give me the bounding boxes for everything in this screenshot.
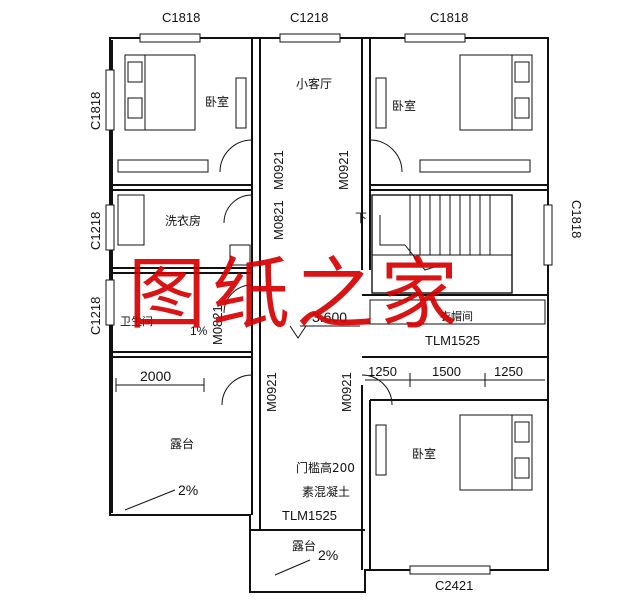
window-marks xyxy=(105,33,553,575)
stair-down-label: 下 xyxy=(355,211,367,225)
dimension-closet-mid: 1500 xyxy=(432,364,461,379)
room-label-balcony-bottom: 露台 xyxy=(292,538,316,553)
room-label-laundry: 洗衣房 xyxy=(165,213,201,228)
window-label-top-left: C1818 xyxy=(162,10,200,25)
bed-ne xyxy=(459,54,533,131)
door-label-d4: M0821 xyxy=(210,305,225,345)
door-swings xyxy=(219,139,403,406)
dimension-closet-left: 1250 xyxy=(368,364,397,379)
room-label-small-living: 小客厅 xyxy=(296,76,332,91)
window-label-left-lower: C1218 xyxy=(88,297,103,335)
elevation-label: 3.600 xyxy=(312,309,347,325)
room-label-bedroom-nw: 卧室 xyxy=(205,94,229,109)
room-label-bedroom-se: 卧室 xyxy=(412,446,436,461)
door-label-d3: M0821 xyxy=(271,200,286,240)
door-label-d7: TLM1525 xyxy=(425,333,480,348)
door-label-d2: M0921 xyxy=(336,150,351,190)
dimension-balcony-width: 2000 xyxy=(140,368,171,384)
concrete-label: 素混凝土 xyxy=(302,484,350,499)
door-label-d1: M0921 xyxy=(271,150,286,190)
room-label-bedroom-ne: 卧室 xyxy=(392,98,416,113)
door-label-d6: M0921 xyxy=(339,372,354,412)
window-label-right-mid: C1818 xyxy=(569,200,584,238)
bed-se xyxy=(459,414,533,491)
window-label-left-upper: C1818 xyxy=(88,92,103,130)
door-label-d5: M0921 xyxy=(264,372,279,412)
wardrobes xyxy=(117,77,546,476)
slope-bottom-label: 2% xyxy=(318,547,338,563)
room-label-closet: 衣帽间 xyxy=(440,309,473,323)
dimension-lines xyxy=(115,373,545,576)
threshold-label: 门槛高200 xyxy=(296,460,355,475)
room-label-balcony-sw: 露台 xyxy=(170,436,194,451)
slope-sw-label: 2% xyxy=(178,482,198,498)
window-label-bottom: C2421 xyxy=(435,578,473,593)
bed-nw xyxy=(124,54,196,131)
window-label-left-mid: C1218 xyxy=(88,212,103,250)
door-label-d8: TLM1525 xyxy=(282,508,337,523)
room-label-bathroom: 卫生间 xyxy=(120,314,153,328)
window-label-top-right: C1818 xyxy=(430,10,468,25)
window-label-top-mid: C1218 xyxy=(290,10,328,25)
walls xyxy=(109,37,549,593)
dimension-closet-right: 1250 xyxy=(494,364,523,379)
bath-slope-label: 1% xyxy=(190,324,208,338)
